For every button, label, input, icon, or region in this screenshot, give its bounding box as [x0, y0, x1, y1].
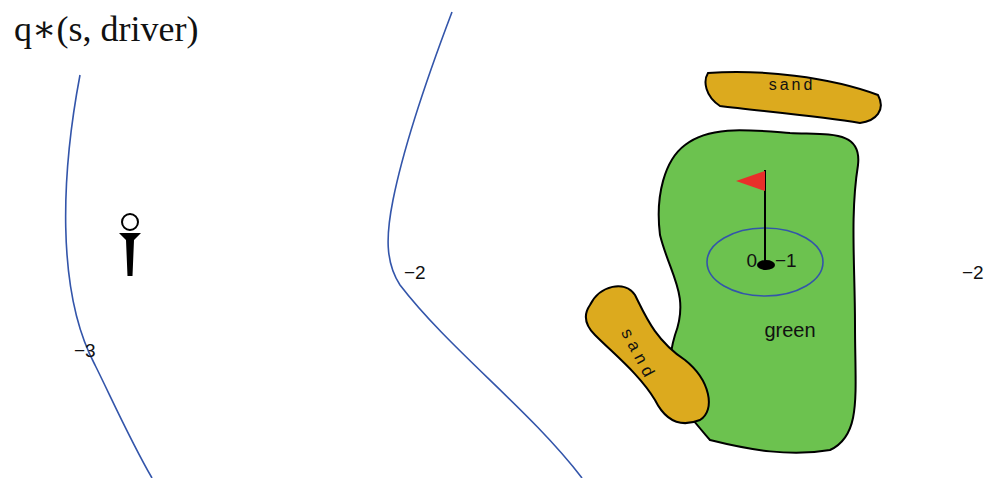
- flag: [736, 171, 765, 191]
- sand-bunker: sand: [700, 65, 885, 130]
- value-number: −3: [74, 340, 96, 362]
- value-contour: [388, 12, 582, 478]
- hole: [757, 260, 775, 270]
- value-number: −2: [404, 262, 426, 284]
- value-number: −1: [775, 250, 797, 272]
- value-number: 0: [746, 250, 757, 272]
- region-label: green: [764, 319, 815, 342]
- sand-bunker-outline: [706, 72, 881, 123]
- value-number: −2: [962, 262, 984, 284]
- figure-title: q∗(s, driver): [14, 8, 198, 50]
- region-label: sand: [769, 76, 816, 94]
- sand-bunker-outline: [586, 286, 709, 423]
- golf-tee: [119, 233, 141, 276]
- sand-bunker: sand: [580, 280, 720, 430]
- sand-bunker-shape: [700, 65, 885, 130]
- golf-ball: [122, 214, 138, 230]
- value-contour: [66, 75, 152, 478]
